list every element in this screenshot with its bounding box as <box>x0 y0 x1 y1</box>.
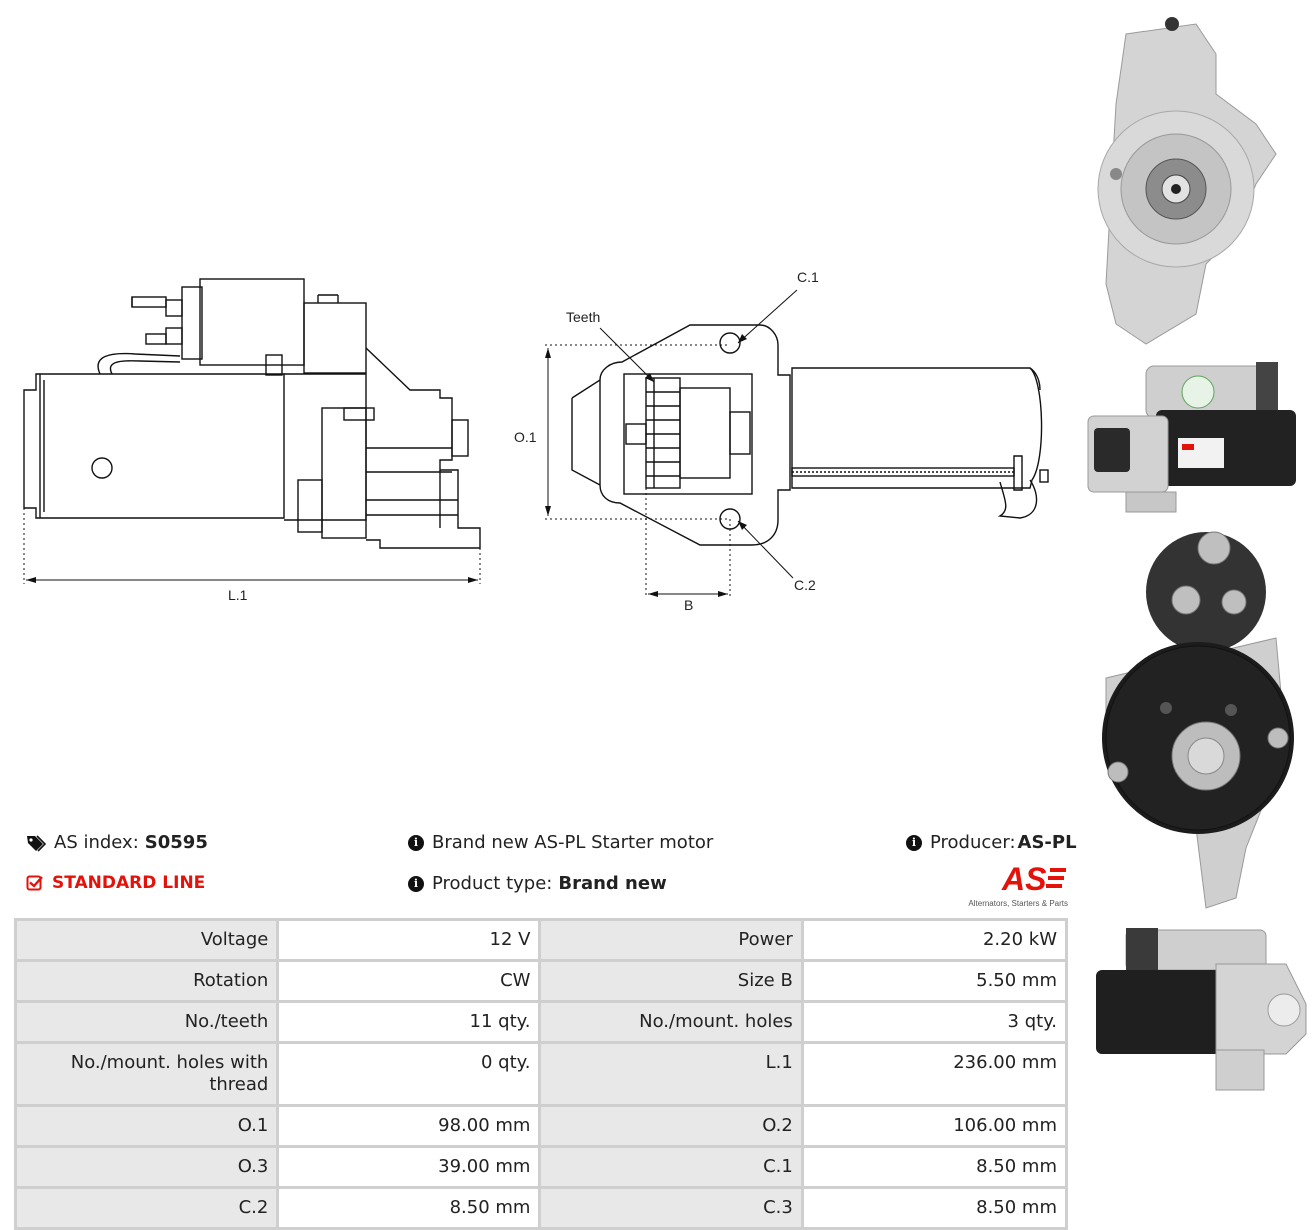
spec-value-cell: 39.00 mm <box>276 1145 542 1189</box>
product-type-value: Brand new <box>558 873 667 894</box>
spec-value-cell: 5.50 mm <box>800 959 1069 1003</box>
spec-value-cell: 8.50 mm <box>800 1145 1069 1189</box>
tags-icon <box>27 834 46 852</box>
front-view-drawing <box>571 324 1049 546</box>
spec-value-cell: 98.00 mm <box>276 1104 542 1148</box>
spec-value-cell: CW <box>276 959 542 1003</box>
product-photo-front[interactable] <box>1086 14 1310 354</box>
info-icon: i <box>408 834 424 851</box>
spec-value-cell: 8.50 mm <box>276 1186 542 1230</box>
spec-label-cell: No./mount. holes with thread <box>13 1041 280 1107</box>
spec-label-cell: L.1 <box>538 1041 804 1107</box>
logo-tagline: Alternators, Starters & Parts <box>968 899 1068 908</box>
description-line: i Brand new AS-PL Starter motor <box>408 832 713 853</box>
description-text: Brand new AS-PL Starter motor <box>432 832 714 853</box>
as-index-value: S0595 <box>144 832 208 853</box>
as-pl-logo[interactable]: AS Alternators, Starters & Parts <box>964 861 1068 908</box>
product-photo-rear[interactable] <box>1086 528 1310 912</box>
spec-value-cell: 106.00 mm <box>800 1104 1069 1148</box>
spec-label-cell: Rotation <box>13 959 280 1003</box>
as-logo-mark: AS <box>1001 861 1066 897</box>
spec-label-cell: O.3 <box>13 1145 280 1189</box>
label-c2: C.2 <box>794 577 816 593</box>
checkbox-checked-icon <box>26 875 43 891</box>
label-o1: O.1 <box>514 429 537 445</box>
spec-label-cell: C.3 <box>538 1186 804 1230</box>
spec-value-cell: 11 qty. <box>276 1000 542 1044</box>
spec-value-cell: 12 V <box>276 918 542 962</box>
spec-label-cell: No./teeth <box>13 1000 280 1044</box>
spec-label-cell: No./mount. holes <box>538 1000 804 1044</box>
spec-value-cell: 236.00 mm <box>800 1041 1069 1107</box>
side-view-drawing <box>23 278 481 549</box>
as-logo-text: AS <box>1001 862 1047 894</box>
producer-line: i Producer: AS-PL <box>906 832 1077 853</box>
spec-label-cell: O.1 <box>13 1104 280 1148</box>
as-index-line: AS index: S0595 <box>26 832 208 853</box>
info-icon: i <box>906 834 922 851</box>
technical-drawing: L.1 Teeth C.1 C.2 O.1 B <box>23 269 1049 613</box>
label-teeth: Teeth <box>566 309 600 325</box>
as-index-label: AS index: <box>54 832 139 853</box>
spec-label-cell: C.2 <box>13 1186 280 1230</box>
producer-label: Producer: <box>930 832 1016 853</box>
label-l1: L.1 <box>228 587 248 603</box>
label-c1: C.1 <box>797 269 819 285</box>
product-type-line: i Product type: Brand new <box>408 873 667 894</box>
spec-value-cell: 2.20 kW <box>800 918 1069 962</box>
standard-line-badge: STANDARD LINE <box>26 873 205 893</box>
product-photo-top[interactable] <box>1086 924 1310 1094</box>
spec-value-cell: 3 qty. <box>800 1000 1069 1044</box>
spec-label-cell: Power <box>538 918 804 962</box>
spec-value-cell: 8.50 mm <box>800 1186 1069 1230</box>
spec-label-cell: Size B <box>538 959 804 1003</box>
spec-label-cell: C.1 <box>538 1145 804 1189</box>
spec-value-cell: 0 qty. <box>276 1041 542 1107</box>
product-photo-side[interactable] <box>1086 352 1310 518</box>
standard-line-label: STANDARD LINE <box>52 873 206 893</box>
label-b: B <box>684 597 693 613</box>
product-type-label: Product type: <box>432 873 553 894</box>
info-icon: i <box>408 875 424 892</box>
producer-value: AS-PL <box>1017 832 1077 853</box>
spec-label-cell: Voltage <box>13 918 280 962</box>
spec-label-cell: O.2 <box>538 1104 804 1148</box>
